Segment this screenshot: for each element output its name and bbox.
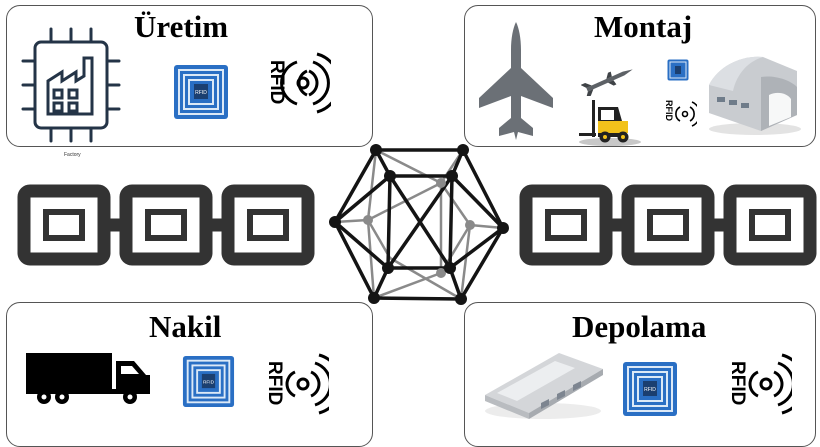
panel-production: Üretim Factory xyxy=(6,5,373,158)
panel-transport: Nakil RFID RFID xyxy=(6,302,373,447)
rfid-tag-text: RFID xyxy=(195,90,207,96)
panel-title-production: Üretim xyxy=(134,9,229,44)
factory-icon xyxy=(21,26,121,144)
blockchain-chain-icon-right xyxy=(518,183,818,267)
rfid-signal-text: RFID xyxy=(266,60,287,104)
rfid-tag-text: RFID xyxy=(203,379,215,385)
rfid-tag-text: RFID xyxy=(644,387,656,393)
blockchain-chain-icon-left xyxy=(16,183,316,267)
missile-icon xyxy=(581,64,637,96)
warehouse-icon xyxy=(483,347,605,421)
panel-storage: Depolama RFID RFID xyxy=(464,302,816,447)
truck-icon xyxy=(26,353,152,405)
rfid-tag-icon-small xyxy=(667,59,689,81)
rfid-signal-text: RFID xyxy=(727,361,748,405)
hangar-icon xyxy=(703,51,803,137)
rfid-tag-icon: RFID xyxy=(173,64,229,120)
panel-title-transport: Nakil xyxy=(149,309,222,344)
panel-assembly: Montaj xyxy=(464,5,816,147)
panel-title-storage: Depolama xyxy=(572,309,707,344)
rfid-tag-icon: RFID xyxy=(182,354,235,409)
panel-title-assembly: Montaj xyxy=(594,9,693,44)
rfid-signal-icon: RFID xyxy=(261,52,331,114)
forklift-icon xyxy=(574,97,642,147)
rfid-signal-text: RFID xyxy=(264,361,285,405)
rfid-signal-icon: RFID xyxy=(259,353,329,415)
rfid-signal-icon: RFID xyxy=(722,353,792,415)
rfid-signal-icon-small: RFID xyxy=(663,97,697,131)
fighter-jet-icon xyxy=(477,20,555,144)
network-hexagon-icon xyxy=(320,140,520,310)
rfid-tag-icon: RFID xyxy=(622,361,678,417)
rfid-signal-text-small: RFID xyxy=(664,100,674,121)
factory-caption: Factory xyxy=(64,152,81,158)
